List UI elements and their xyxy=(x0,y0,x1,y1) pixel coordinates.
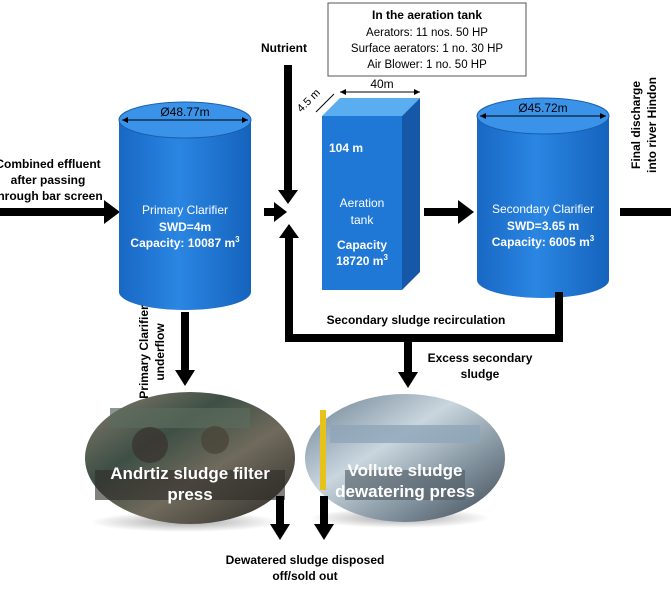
underflow-line-2: underflow xyxy=(153,323,167,381)
aeration-depth: 4.5 m xyxy=(295,87,323,115)
andritz-line-1: Andrtiz sludge filter xyxy=(110,464,270,483)
recirculation-loop xyxy=(279,224,563,342)
aeration-width: 40m xyxy=(370,77,393,91)
aeration-tank: 40m 4.5 m 104 m Aeration tank Capacity 1… xyxy=(295,77,420,290)
primary-diameter: Ø48.77m xyxy=(160,105,209,119)
andritz-line-2: press xyxy=(167,485,212,504)
vollute-line-1: Vollute sludge xyxy=(348,461,463,480)
underflow-arrow xyxy=(175,312,195,386)
final-discharge-line xyxy=(620,208,671,216)
vollute-line-2: dewatering press xyxy=(335,482,475,501)
aeration-name-2: tank xyxy=(351,213,375,227)
excess-sludge-arrow xyxy=(398,342,418,388)
primary-to-aeration-arrow xyxy=(264,202,287,222)
inlet-line-3: through bar screen xyxy=(0,189,103,203)
aeration-depth-line xyxy=(315,93,335,113)
aeration-box-title: In the aeration tank xyxy=(372,8,482,22)
aeration-name-1: Aeration xyxy=(340,196,385,210)
aeration-capacity-label: Capacity xyxy=(337,238,387,252)
excess-sludge-line-1: Excess secondary xyxy=(428,351,533,365)
primary-clarifier: Ø48.77m Primary Clarifier SWD=4m Capacit… xyxy=(118,101,252,310)
inlet-arrow xyxy=(0,200,120,224)
primary-capacity: Capacity: 10087 m3 xyxy=(130,235,240,250)
recirculation-label: Secondary sludge recirculation xyxy=(327,313,506,327)
andritz-press-image: Andrtiz sludge filter press xyxy=(85,392,295,532)
secondary-clarifier: Ø45.72m Secondary Clarifier SWD=3.65 m C… xyxy=(476,97,610,298)
inlet-line-2: after passing xyxy=(11,173,86,187)
dewatered-line-1: Dewatered sludge disposed xyxy=(226,553,385,567)
aeration-info-box: In the aeration tank Aerators: 11 nos. 5… xyxy=(327,2,527,77)
dewatered-line-2: off/sold out xyxy=(272,569,337,583)
vollute-output-arrow xyxy=(314,496,334,540)
final-discharge-line-2: into river Hindon xyxy=(645,77,659,173)
aeration-capacity: 18720 m3 xyxy=(336,253,388,268)
inlet-label: Combined effluent after passing through … xyxy=(0,157,103,203)
andritz-output-arrow xyxy=(270,496,290,540)
secondary-name: Secondary Clarifier xyxy=(492,202,594,216)
underflow-line-1: Primary Clarifier xyxy=(137,305,151,399)
primary-name: Primary Clarifier xyxy=(142,203,228,217)
final-discharge-line-1: Final discharge xyxy=(629,81,643,169)
excess-sludge-line-2: sludge xyxy=(461,367,500,381)
nutrient-label: Nutrient xyxy=(261,41,307,55)
secondary-diameter: Ø45.72m xyxy=(518,101,567,115)
inlet-line-1: Combined effluent xyxy=(0,157,101,171)
aeration-box-air-blower: Air Blower: 1 no. 50 HP xyxy=(367,59,487,71)
aeration-box-surface-aerators: Surface aerators: 1 no. 30 HP xyxy=(351,43,503,55)
nutrient-arrow xyxy=(278,65,298,204)
secondary-swd: SWD=3.65 m xyxy=(507,219,579,233)
aeration-length: 104 m xyxy=(329,141,363,155)
vollute-press-image: Vollute sludge dewatering press xyxy=(305,394,505,528)
aeration-box-aerators: Aerators: 11 nos. 50 HP xyxy=(366,27,488,39)
secondary-capacity: Capacity: 6005 m3 xyxy=(492,234,595,249)
primary-swd: SWD=4m xyxy=(159,220,211,234)
aeration-to-secondary-arrow xyxy=(424,200,474,224)
